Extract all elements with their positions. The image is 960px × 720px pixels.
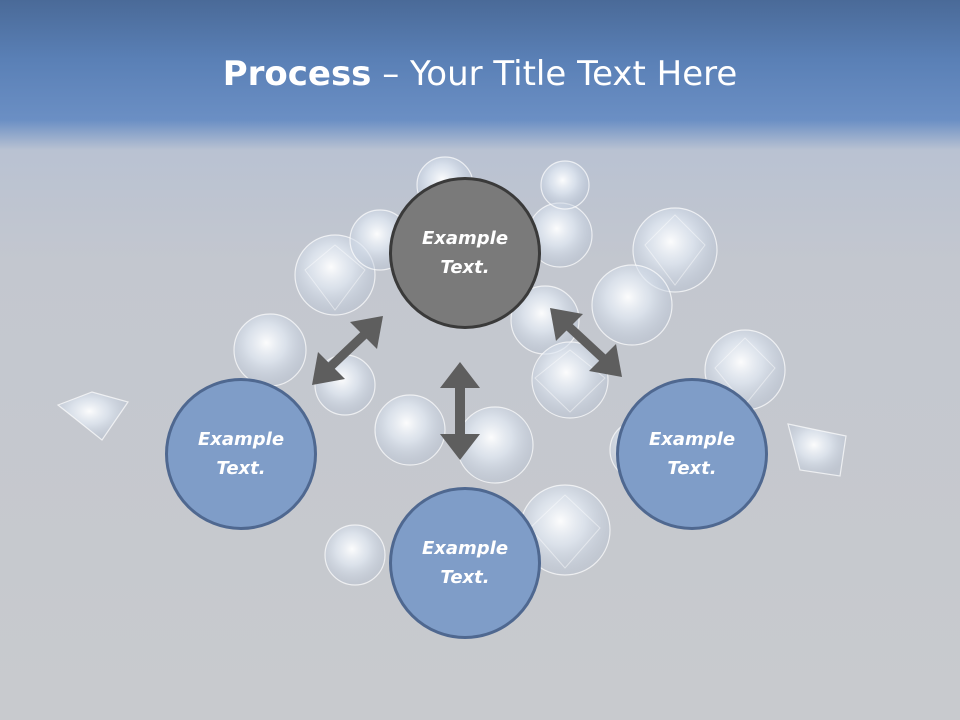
process-node-top: Example Text.: [389, 177, 541, 329]
process-node-left: Example Text.: [165, 378, 317, 530]
node-bottom-line1: Example: [421, 538, 509, 559]
node-right-line1: Example: [648, 429, 736, 450]
node-left-line1: Example: [197, 429, 285, 450]
node-top-line1: Example: [421, 228, 509, 249]
arrow-left-center: [312, 316, 383, 385]
arrow-center-bottom: [440, 362, 480, 460]
title-rest: – Your Title Text Here: [371, 54, 738, 94]
node-right-line2: Text.: [667, 458, 717, 479]
title-bold: Process: [222, 54, 372, 94]
node-bottom-line2: Text.: [440, 567, 490, 588]
arrow-center-right: [550, 308, 622, 377]
node-left-line2: Text.: [216, 458, 266, 479]
process-node-bottom: Example Text.: [389, 487, 541, 639]
process-node-right: Example Text.: [616, 378, 768, 530]
node-top-line2: Text.: [440, 257, 490, 278]
slide-title: Process – Your Title Text Here: [0, 52, 960, 96]
